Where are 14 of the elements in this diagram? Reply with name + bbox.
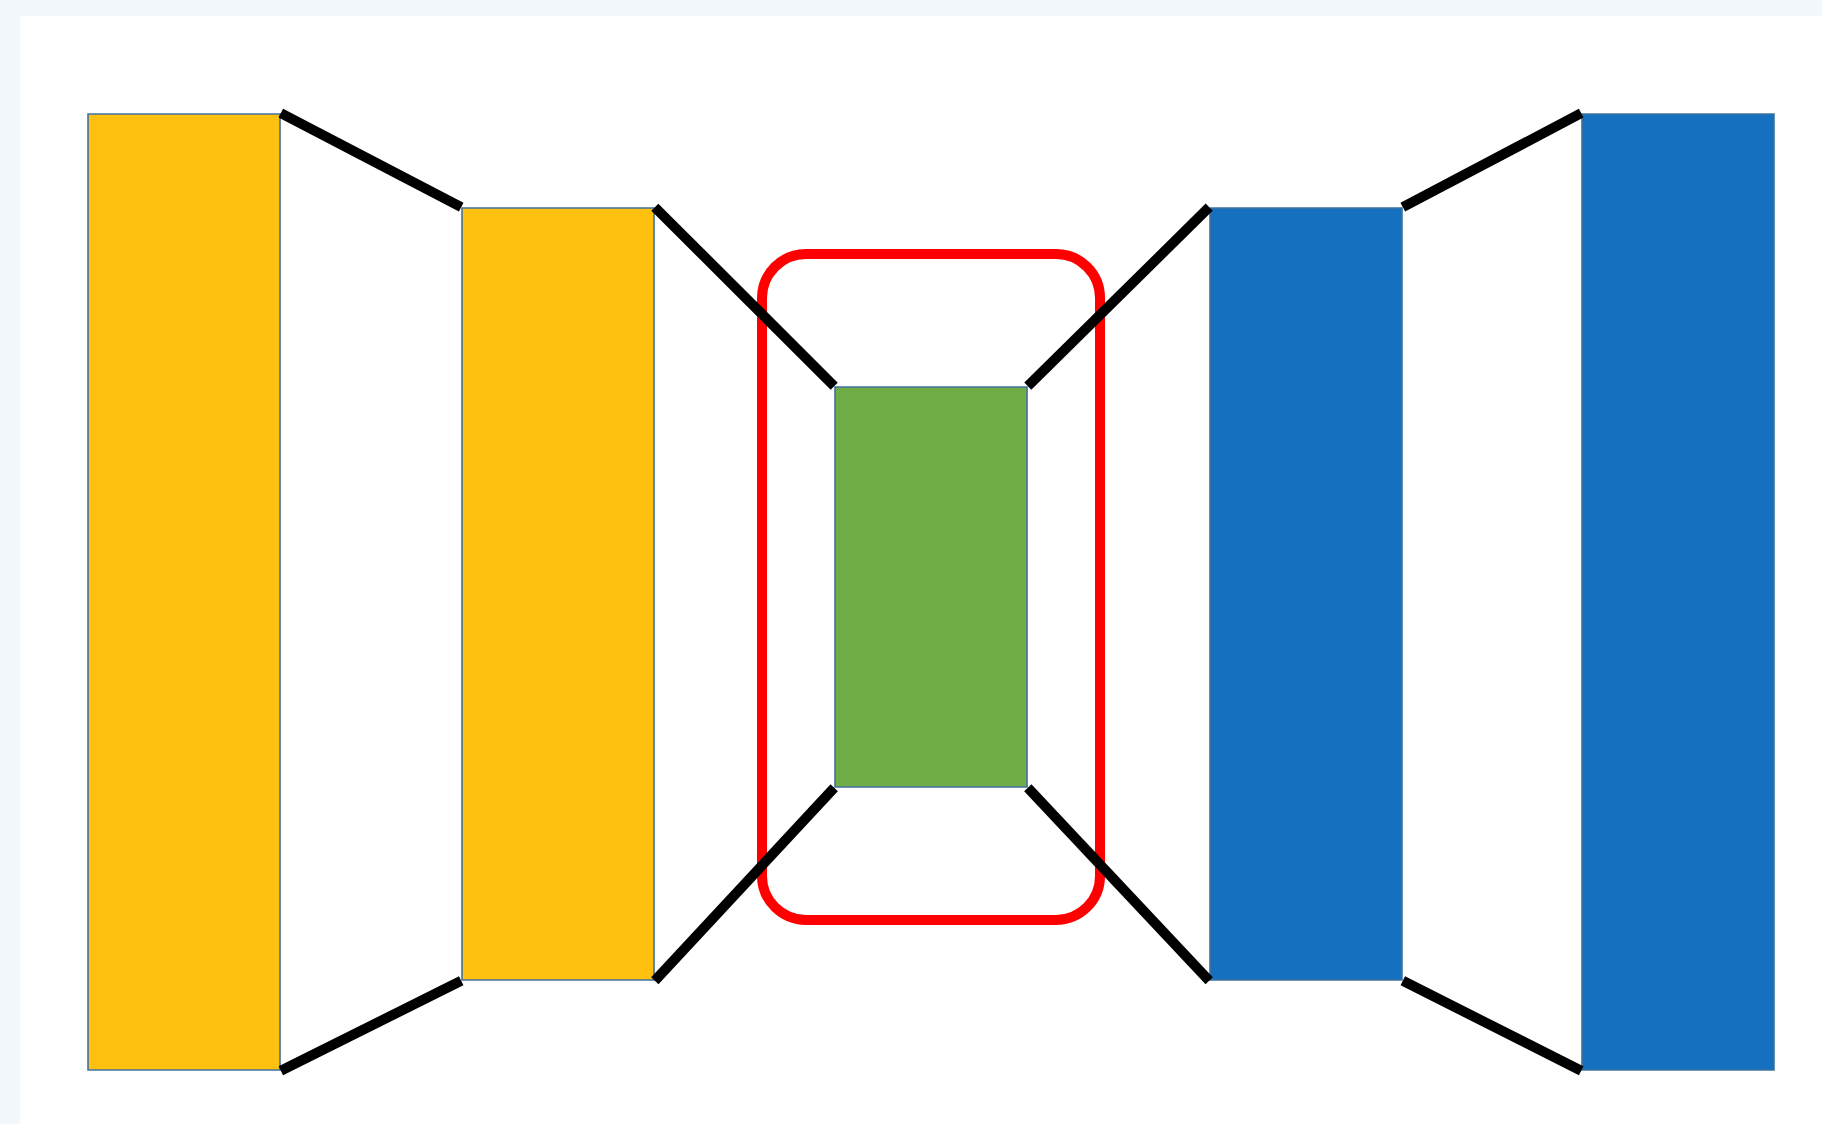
bar [834,386,1028,788]
connector-line [278,976,464,1076]
connector-line [651,784,838,985]
connector-line [1400,108,1584,212]
bar [1581,113,1775,1071]
bar [1209,207,1403,981]
connector-line [1024,784,1213,985]
bar [461,207,655,981]
connector-line [651,203,838,390]
connector-line [278,108,464,212]
highlight-box [757,249,1105,925]
connector-line [1024,203,1213,390]
bar [87,113,281,1071]
connector-line [1400,976,1584,1076]
